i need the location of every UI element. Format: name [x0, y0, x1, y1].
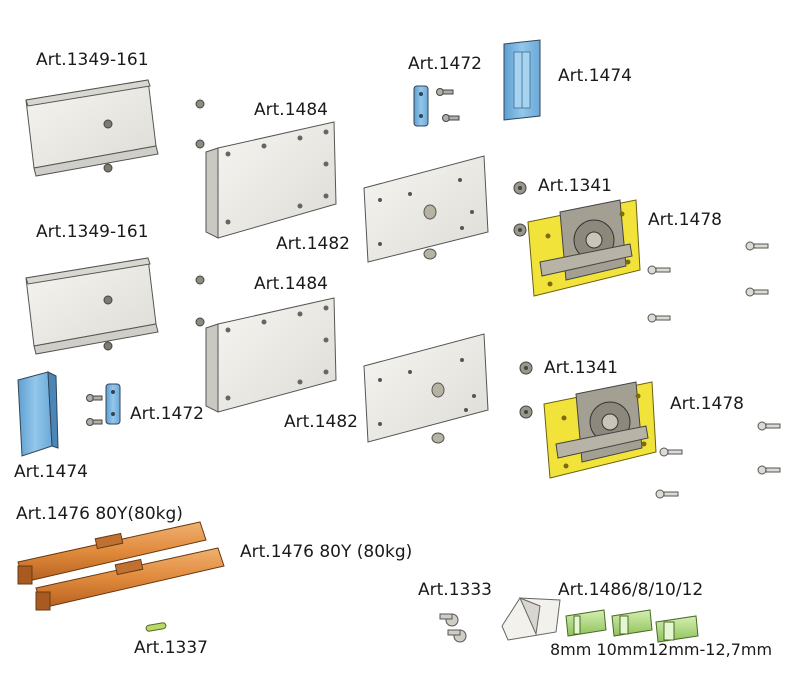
u-channel-12mm — [655, 615, 699, 643]
label-art-1472-bottom: Art.1472 — [130, 404, 204, 424]
art-1474-cover-top — [503, 39, 541, 121]
label-art-1349-161-bottom: Art.1349-161 — [36, 222, 149, 242]
label-art-1474-top: Art.1474 — [558, 66, 632, 86]
label-art-1476-right: Art.1476 80Y (80kg) — [240, 542, 413, 562]
label-art-1484-bottom: Art.1484 — [254, 274, 328, 294]
art-1486-guide — [501, 597, 561, 641]
label-art-1484-top: Art.1484 — [254, 100, 328, 120]
label-art-1333: Art.1333 — [418, 580, 492, 600]
label-art-1482-top: Art.1482 — [276, 234, 350, 254]
art-1349-161-channel-bottom — [25, 257, 159, 355]
art-1478-hanger-top — [527, 199, 641, 297]
label-channel-sizes: 8mm 10mm12mm-12,7mm — [550, 640, 773, 659]
label-art-1341-top: Art.1341 — [538, 176, 612, 196]
art-1341-nut-top — [513, 181, 527, 237]
art-1341-nut-bottom — [519, 361, 533, 419]
art-1484-bracket-top — [205, 121, 337, 239]
art-1482-plate-bottom — [363, 333, 489, 444]
label-art-1337: Art.1337 — [134, 638, 208, 658]
label-art-1478-bottom: Art.1478 — [670, 394, 744, 414]
screw-set — [647, 241, 781, 499]
nut-set — [195, 99, 205, 327]
art-1472-clip-bottom — [86, 383, 121, 426]
art-1482-plate-top — [363, 155, 489, 263]
label-art-1486: Art.1486/8/10/12 — [558, 580, 704, 600]
label-art-1482-bottom: Art.1482 — [284, 412, 358, 432]
art-1333-pins — [439, 613, 467, 643]
art-1476-damper-bottom — [35, 547, 225, 611]
art-1349-161-channel-top — [25, 79, 159, 177]
art-1472-clip-top — [413, 85, 460, 127]
label-art-1478-top: Art.1478 — [648, 210, 722, 230]
u-channel-8mm — [565, 609, 607, 637]
label-art-1474-bottom: Art.1474 — [14, 462, 88, 482]
label-art-1349-161-top: Art.1349-161 — [36, 50, 149, 70]
art-1474-cover-bottom — [17, 371, 59, 457]
art-1478-hanger-bottom — [543, 381, 657, 479]
label-art-1341-bottom: Art.1341 — [544, 358, 618, 378]
label-art-1476-left: Art.1476 80Y(80kg) — [16, 504, 183, 524]
label-art-1472-top: Art.1472 — [408, 54, 482, 74]
art-1476-damper-top — [17, 521, 207, 585]
art-1484-bracket-bottom — [205, 297, 337, 413]
u-channel-10mm — [611, 609, 653, 637]
art-1337-pin — [145, 622, 167, 632]
